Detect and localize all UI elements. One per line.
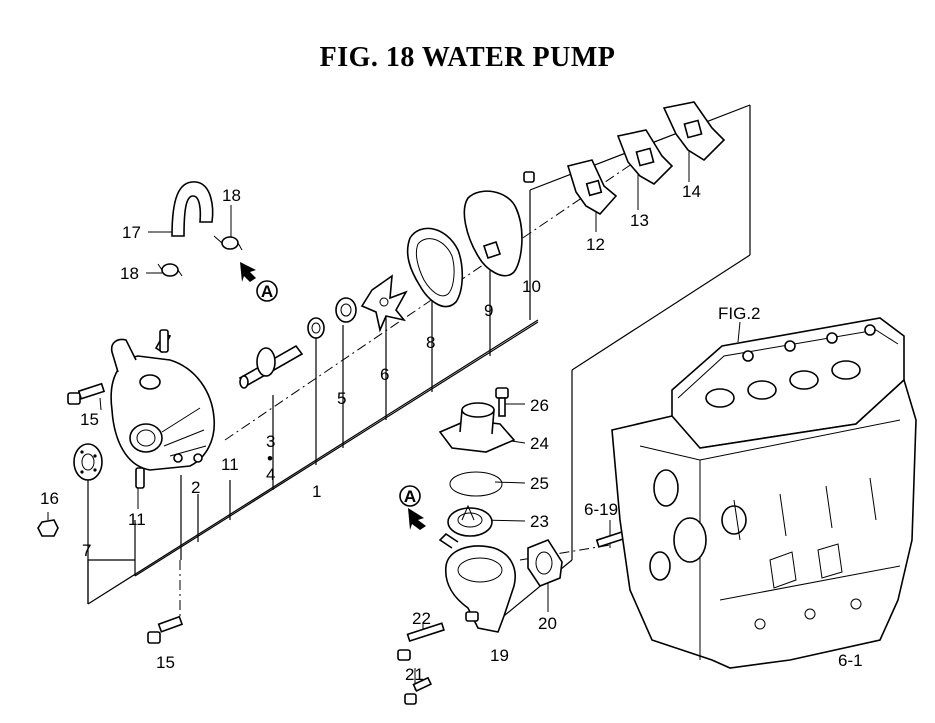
gasket-12 [566, 159, 618, 216]
callout-16: 16 [40, 489, 59, 508]
callout-15-upper: 15 [80, 410, 99, 429]
callout-21: 21 [405, 665, 424, 684]
thermostat-cover [438, 402, 516, 453]
cylinder-head [671, 317, 905, 449]
callout-11-right: 11 [221, 455, 239, 474]
callout-3: 3 [266, 432, 275, 451]
callout-3-4-dot: • [267, 449, 273, 468]
thermostat-o-ring [449, 471, 503, 497]
cylinder-block [611, 378, 917, 669]
hose-clamp-lower [157, 263, 183, 277]
pump-dowel-upper [159, 329, 169, 353]
callout-26: 26 [530, 396, 549, 415]
callout-5: 5 [337, 389, 346, 408]
callout-8: 8 [426, 333, 435, 352]
thermostat-cover-bolt [495, 387, 509, 417]
impeller [360, 274, 408, 333]
pump-dowel-lower [135, 467, 145, 489]
callout-13: 13 [630, 211, 649, 230]
callout-20: 20 [538, 614, 557, 633]
callout-6-19: 6-19 [584, 500, 618, 519]
mechanical-seal [335, 297, 357, 323]
callout-10: 10 [522, 277, 541, 296]
callout-7: 7 [82, 541, 91, 560]
view-a-marker-upper: A [256, 280, 278, 302]
bolt-upper-left [67, 382, 106, 405]
gasket-13 [616, 129, 674, 185]
callout-15-lower: 15 [156, 653, 175, 672]
gasket-14 [662, 101, 726, 162]
thermostat-housing [438, 532, 516, 633]
pump-pulley-flange [73, 443, 103, 481]
pump-gasket [406, 227, 464, 308]
callout-12: 12 [586, 235, 605, 254]
callout-4: 4 [266, 465, 275, 484]
pump-shaft-bearing [238, 344, 304, 389]
direction-arrow-upper [240, 262, 256, 282]
view-a-marker-lower: A [399, 485, 421, 507]
fig2-reference: FIG.2 [718, 304, 761, 323]
callout-18-upper: 18 [222, 186, 241, 205]
callout-9: 9 [484, 301, 493, 320]
bolt-lower [147, 615, 184, 644]
short-bolt [404, 676, 432, 705]
callout-19: 19 [490, 646, 509, 665]
long-bolt [397, 622, 445, 661]
hex-nut [37, 519, 59, 537]
callout-6-1: 6-1 [838, 651, 863, 670]
thermostat [447, 504, 493, 537]
page-title: FIG. 18 WATER PUMP [319, 42, 616, 73]
hose-clamp-upper [213, 235, 243, 251]
housing-gasket [527, 539, 563, 587]
bearing-ring [307, 317, 325, 339]
callout-18-left: 18 [120, 264, 139, 283]
water-pump-body [110, 333, 215, 471]
callout-6: 6 [380, 365, 389, 384]
callout-14: 14 [682, 182, 701, 201]
callout-labels: 1 2 3 • 4 5 6 7 8 9 10 11 11 12 13 14 15… [40, 182, 863, 684]
bypass-hose [171, 181, 214, 237]
svg-text:A: A [261, 282, 273, 301]
pump-cover-plate [463, 190, 523, 277]
callout-24: 24 [530, 434, 549, 453]
callout-22: 22 [412, 609, 431, 628]
callout-25: 25 [530, 474, 549, 493]
cover-bolt [523, 171, 535, 183]
svg-text:A: A [404, 487, 416, 506]
callout-2: 2 [191, 478, 200, 497]
direction-arrow-lower [408, 508, 426, 530]
callout-23: 23 [530, 512, 549, 531]
callout-17: 17 [122, 223, 141, 242]
callout-1: 1 [312, 482, 321, 501]
callout-11-lower: 11 [128, 510, 146, 529]
